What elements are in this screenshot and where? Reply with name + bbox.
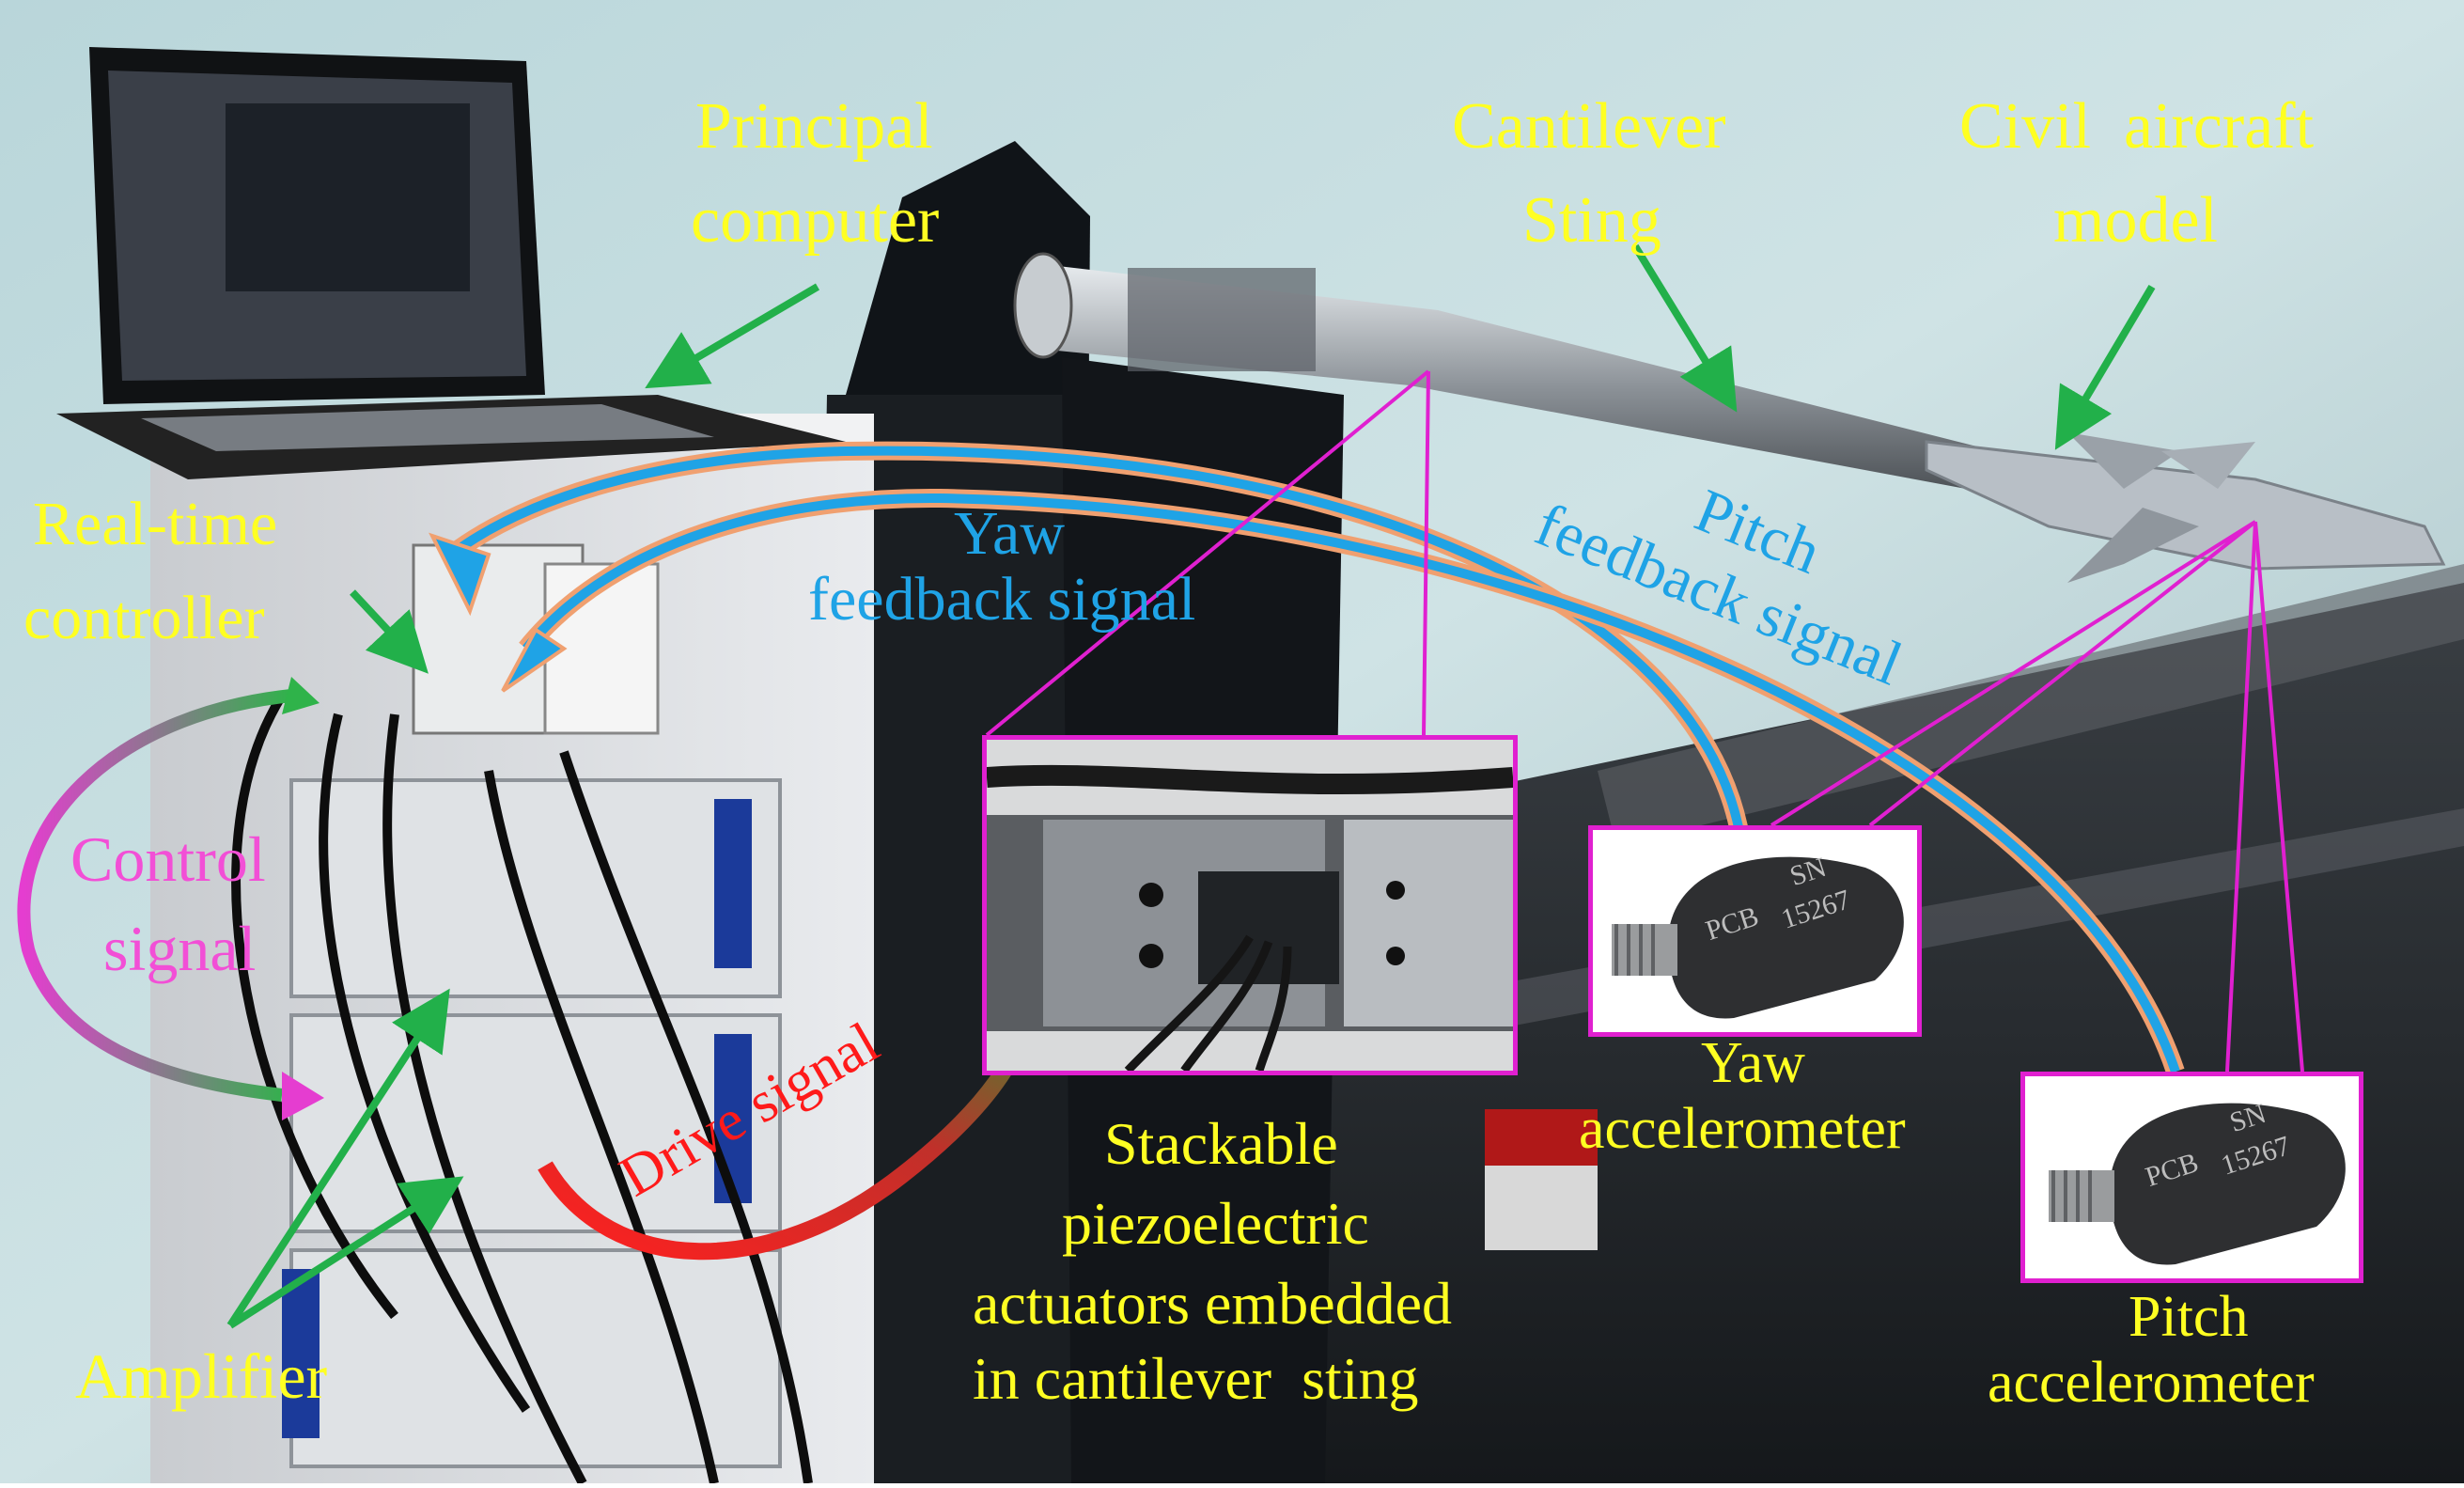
pitch-accelerometer-inset: PCB SN 15267 [2020, 1072, 2363, 1283]
yaw-accelerometer-label-line1: Yaw [1701, 1031, 1805, 1095]
principal-computer-label-line1: Principal [695, 90, 933, 163]
control-signal-label-line2: signal [103, 913, 257, 984]
stackable-label-line4: in cantilever sting [973, 1345, 1419, 1412]
control-signal-label-line1: Control [70, 823, 266, 895]
amplifier-label: Amplifier [75, 1340, 328, 1412]
real-time-controller-label-line2: controller [23, 584, 265, 652]
stackable-label-line1: Stackable [1104, 1110, 1338, 1177]
stackable-label-line2: piezoelectric [1062, 1190, 1369, 1257]
principal-computer-label-line2: computer [691, 184, 940, 257]
aircraft-model-label-line2: model [2053, 184, 2218, 257]
cantilever-sting-label-line1: Cantilever [1452, 90, 1726, 163]
yaw-accelerometer-label-line2: accelerometer [1579, 1097, 1906, 1161]
yaw-accelerometer-inset: PCB SN 15267 [1588, 825, 1922, 1037]
real-time-controller-label-line1: Real-time [33, 490, 278, 558]
yaw-feedback-label-line1: Yaw [954, 499, 1066, 568]
yaw-feedback-label-line2: feedback signal [808, 565, 1196, 634]
cantilever-sting-label-line2: Sting [1522, 184, 1661, 257]
pitch-accelerometer-label-line2: accelerometer [1988, 1351, 2315, 1415]
aircraft-model-label-line1: Civil aircraft [1959, 90, 2315, 163]
stackable-label-line3: actuators embedded [973, 1270, 1452, 1337]
actuator-inset [982, 735, 1518, 1075]
pitch-accelerometer-label-line1: Pitch [2129, 1285, 2249, 1349]
